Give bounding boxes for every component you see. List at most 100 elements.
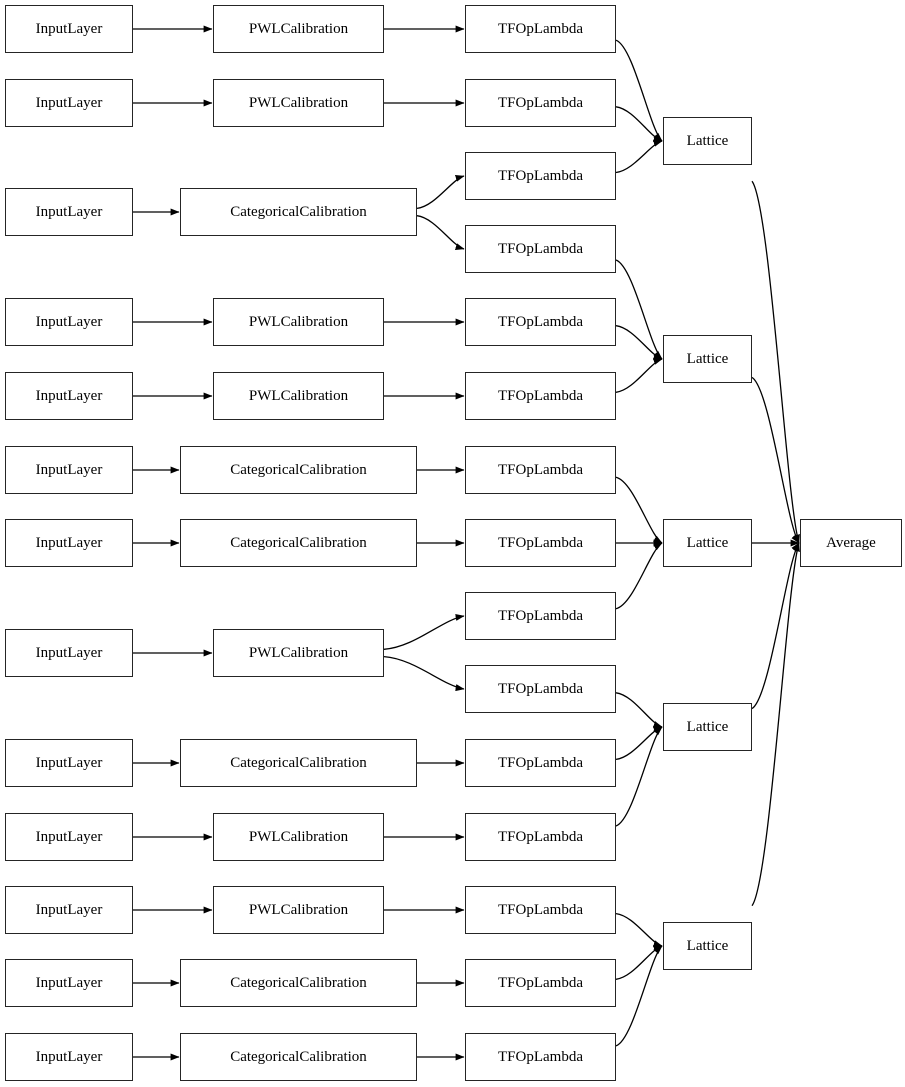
node-cal2[interactable]: PWLCalibration	[213, 79, 384, 127]
node-label: PWLCalibration	[248, 901, 349, 918]
node-op13[interactable]: TFOpLambda	[465, 886, 616, 934]
node-label: PWLCalibration	[248, 313, 349, 330]
node-op7[interactable]: TFOpLambda	[465, 446, 616, 494]
node-in9[interactable]: InputLayer	[5, 739, 133, 787]
edge-op10-to-lat4	[615, 692, 663, 728]
node-op6[interactable]: TFOpLambda	[465, 372, 616, 420]
node-in4[interactable]: InputLayer	[5, 298, 133, 346]
node-label: TFOpLambda	[498, 240, 583, 257]
node-label: InputLayer	[35, 901, 103, 918]
node-label: PWLCalibration	[248, 644, 349, 661]
edge-op7-to-lat3	[615, 476, 663, 544]
node-in10[interactable]: InputLayer	[5, 813, 133, 861]
node-cal7[interactable]: CategoricalCalibration	[180, 519, 417, 567]
node-in7[interactable]: InputLayer	[5, 519, 133, 567]
node-label: CategoricalCalibration	[230, 974, 367, 991]
node-op14[interactable]: TFOpLambda	[465, 959, 616, 1007]
node-label: Lattice	[686, 718, 729, 735]
node-op4[interactable]: TFOpLambda	[465, 225, 616, 273]
node-label: TFOpLambda	[498, 534, 583, 551]
edge-cal3-to-op4	[416, 215, 465, 250]
edge-op2-to-lat1	[615, 106, 663, 142]
edge-op15-to-lat5	[615, 945, 663, 1047]
node-cal13[interactable]: CategoricalCalibration	[180, 1033, 417, 1081]
node-lat2[interactable]: Lattice	[663, 335, 752, 383]
node-op15[interactable]: TFOpLambda	[465, 1033, 616, 1081]
node-cal9[interactable]: CategoricalCalibration	[180, 739, 417, 787]
node-lat4[interactable]: Lattice	[663, 703, 752, 751]
node-label: TFOpLambda	[498, 828, 583, 845]
node-in8[interactable]: InputLayer	[5, 629, 133, 677]
node-label: TFOpLambda	[498, 607, 583, 624]
node-label: InputLayer	[35, 313, 103, 330]
node-in1[interactable]: InputLayer	[5, 5, 133, 53]
node-op3[interactable]: TFOpLambda	[465, 152, 616, 200]
node-op1[interactable]: TFOpLambda	[465, 5, 616, 53]
edge-op4-to-lat2	[615, 259, 663, 360]
node-in3[interactable]: InputLayer	[5, 188, 133, 236]
node-label: InputLayer	[35, 203, 103, 220]
node-label: TFOpLambda	[498, 313, 583, 330]
node-in2[interactable]: InputLayer	[5, 79, 133, 127]
node-cal10[interactable]: PWLCalibration	[213, 813, 384, 861]
node-cal1[interactable]: PWLCalibration	[213, 5, 384, 53]
node-in13[interactable]: InputLayer	[5, 1033, 133, 1081]
node-label: PWLCalibration	[248, 94, 349, 111]
node-op8[interactable]: TFOpLambda	[465, 519, 616, 567]
node-cal3[interactable]: CategoricalCalibration	[180, 188, 417, 236]
node-label: InputLayer	[35, 1048, 103, 1065]
node-in12[interactable]: InputLayer	[5, 959, 133, 1007]
node-label: Lattice	[686, 132, 729, 149]
node-op9[interactable]: TFOpLambda	[465, 592, 616, 640]
node-label: InputLayer	[35, 644, 103, 661]
edge-op6-to-lat2	[615, 358, 663, 393]
node-label: Lattice	[686, 534, 729, 551]
node-label: CategoricalCalibration	[230, 754, 367, 771]
node-label: PWLCalibration	[248, 387, 349, 404]
node-label: InputLayer	[35, 94, 103, 111]
node-label: Lattice	[686, 350, 729, 367]
edge-lat5-to-avg	[751, 542, 800, 907]
node-in11[interactable]: InputLayer	[5, 886, 133, 934]
node-label: Lattice	[686, 937, 729, 954]
node-op12[interactable]: TFOpLambda	[465, 813, 616, 861]
node-cal8[interactable]: PWLCalibration	[213, 629, 384, 677]
node-lat5[interactable]: Lattice	[663, 922, 752, 970]
node-label: TFOpLambda	[498, 754, 583, 771]
node-label: CategoricalCalibration	[230, 534, 367, 551]
edge-lat1-to-avg	[751, 180, 800, 544]
node-label: TFOpLambda	[498, 20, 583, 37]
node-label: CategoricalCalibration	[230, 461, 367, 478]
node-lat1[interactable]: Lattice	[663, 117, 752, 165]
edge-cal3-to-op3	[416, 174, 465, 210]
node-label: TFOpLambda	[498, 974, 583, 991]
node-in6[interactable]: InputLayer	[5, 446, 133, 494]
edge-lat2-to-avg	[751, 376, 800, 544]
node-cal6[interactable]: CategoricalCalibration	[180, 446, 417, 494]
edge-cal8-to-op10	[383, 655, 465, 692]
node-op11[interactable]: TFOpLambda	[465, 739, 616, 787]
node-label: CategoricalCalibration	[230, 203, 367, 220]
node-cal4[interactable]: PWLCalibration	[213, 298, 384, 346]
node-label: InputLayer	[35, 754, 103, 771]
node-label: TFOpLambda	[498, 1048, 583, 1065]
node-label: PWLCalibration	[248, 20, 349, 37]
node-cal5[interactable]: PWLCalibration	[213, 372, 384, 420]
node-lat3[interactable]: Lattice	[663, 519, 752, 567]
node-label: TFOpLambda	[498, 387, 583, 404]
node-label: InputLayer	[35, 20, 103, 37]
edge-op13-to-lat5	[615, 912, 663, 947]
node-avg[interactable]: Average	[800, 519, 902, 567]
node-label: TFOpLambda	[498, 680, 583, 697]
node-op5[interactable]: TFOpLambda	[465, 298, 616, 346]
edge-op1-to-lat1	[615, 39, 663, 142]
node-label: CategoricalCalibration	[230, 1048, 367, 1065]
node-cal11[interactable]: PWLCalibration	[213, 886, 384, 934]
node-label: InputLayer	[35, 828, 103, 845]
node-op2[interactable]: TFOpLambda	[465, 79, 616, 127]
node-cal12[interactable]: CategoricalCalibration	[180, 959, 417, 1007]
node-in5[interactable]: InputLayer	[5, 372, 133, 420]
node-op10[interactable]: TFOpLambda	[465, 665, 616, 713]
node-label: TFOpLambda	[498, 94, 583, 111]
